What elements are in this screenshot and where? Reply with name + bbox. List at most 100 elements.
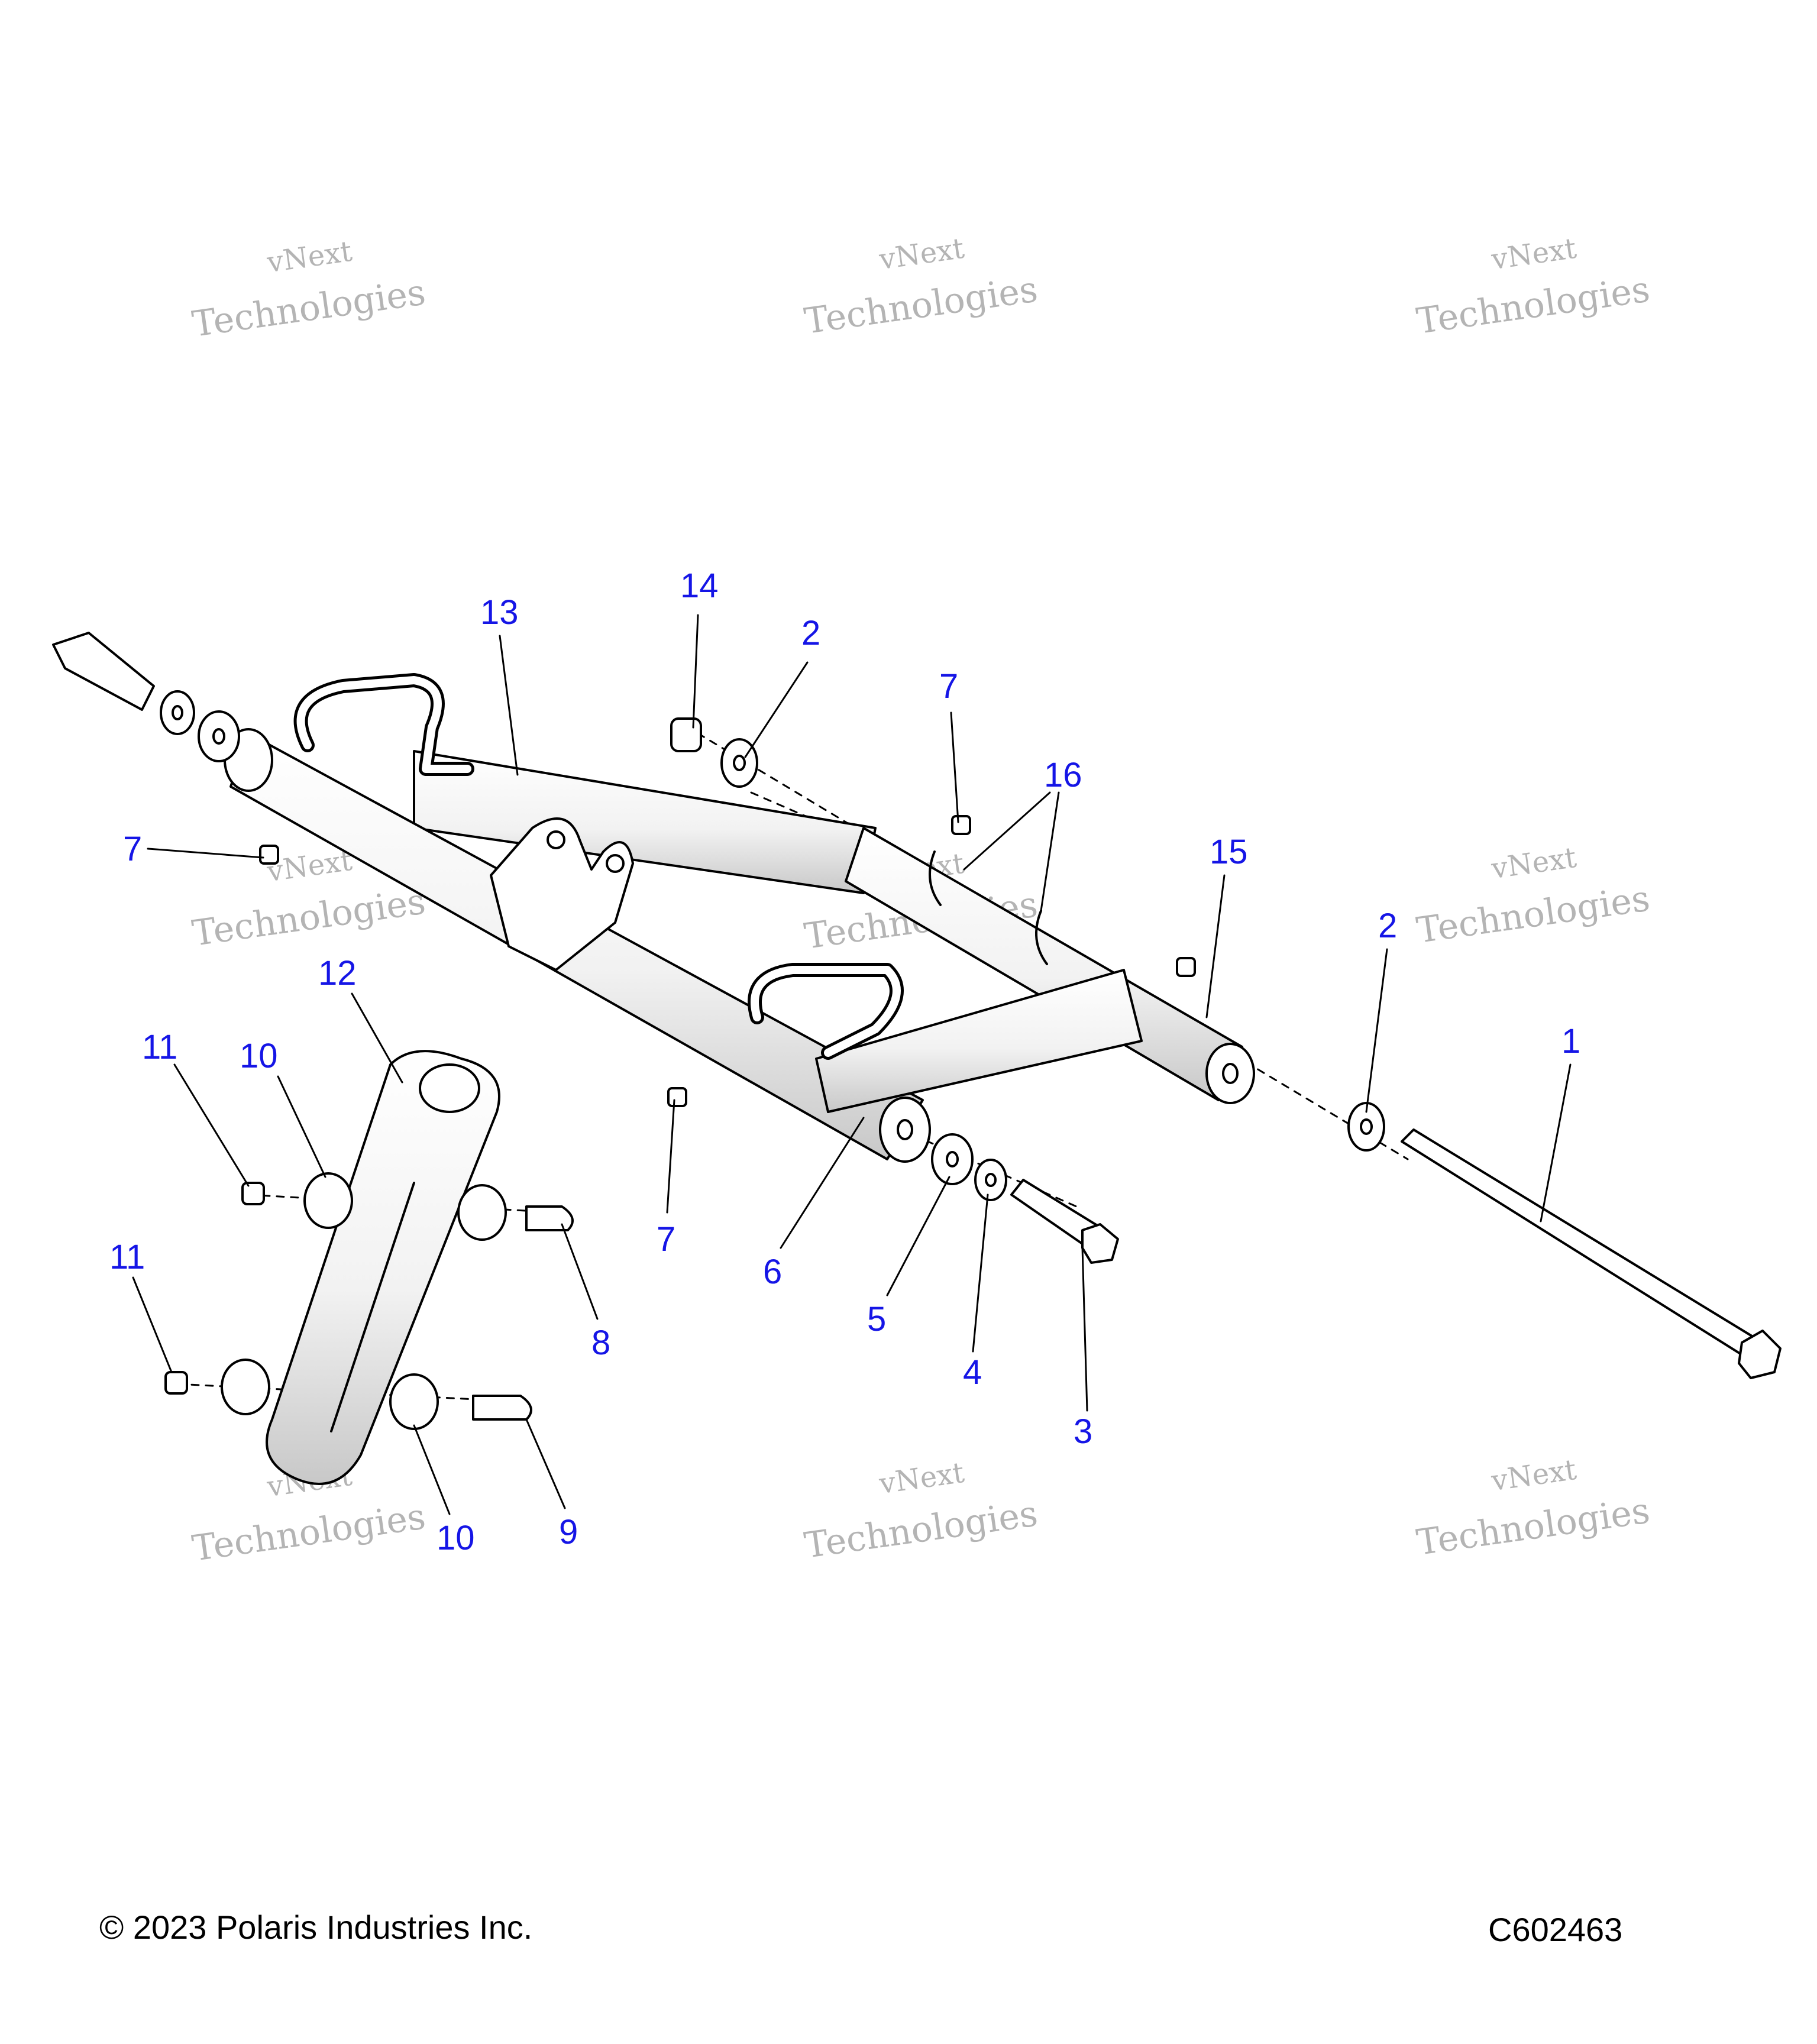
svg-text:Technologies: Technologies bbox=[1414, 878, 1653, 952]
top-link-washer-right bbox=[457, 1184, 507, 1241]
top-washer-hole bbox=[733, 755, 746, 771]
front-washer-large-hole bbox=[946, 1151, 959, 1167]
long-bolt-head bbox=[1738, 1330, 1782, 1379]
leader-9 bbox=[525, 1418, 566, 1509]
callout-6: 6 bbox=[763, 1253, 782, 1291]
callout-14: 14 bbox=[680, 567, 719, 605]
svg-text:vNext: vNext bbox=[1489, 232, 1578, 277]
svg-text:Technologies: Technologies bbox=[802, 269, 1040, 342]
leader-5 bbox=[886, 1176, 950, 1296]
top-link-washer-left bbox=[303, 1172, 353, 1229]
lower-diagonal-tube bbox=[815, 969, 1143, 1113]
leader-8 bbox=[561, 1223, 599, 1320]
copyright-notice: © 2023 Polaris Industries Inc. bbox=[99, 1909, 533, 1946]
leader-15 bbox=[1205, 874, 1226, 1018]
leader-2-rear bbox=[1365, 948, 1388, 1113]
leader-16-b bbox=[1040, 791, 1060, 912]
svg-text:Technologies: Technologies bbox=[190, 271, 428, 345]
callout-3: 3 bbox=[1074, 1412, 1092, 1451]
callout-1: 1 bbox=[1561, 1022, 1580, 1060]
rear-washer-hole bbox=[1360, 1118, 1373, 1135]
leader-4 bbox=[972, 1194, 989, 1353]
callout-2-rear: 2 bbox=[1378, 907, 1397, 945]
svg-text:Technologies: Technologies bbox=[190, 1496, 428, 1570]
callout-13: 13 bbox=[480, 593, 519, 632]
svg-text:Technologies: Technologies bbox=[1414, 269, 1653, 342]
bushing-left bbox=[929, 850, 942, 906]
link-arm-top-bore bbox=[419, 1063, 480, 1113]
leader-13 bbox=[499, 635, 519, 776]
front-tube-bore-right bbox=[897, 1119, 913, 1140]
callout-11-top: 11 bbox=[142, 1028, 177, 1066]
svg-text:Technologies: Technologies bbox=[802, 1493, 1040, 1567]
top-locknut bbox=[241, 1182, 265, 1205]
left-bolt bbox=[52, 632, 155, 711]
front-bolt-head bbox=[1081, 1223, 1119, 1264]
callout-8: 8 bbox=[591, 1324, 610, 1362]
grease-fitting-top bbox=[951, 815, 971, 835]
mounting-bracket bbox=[490, 817, 634, 971]
front-washer-small-hole bbox=[985, 1173, 997, 1187]
watermark-top-right: vNext Technologies bbox=[1414, 232, 1653, 342]
link-arm-groove bbox=[330, 1182, 415, 1432]
leader-16-a bbox=[963, 791, 1051, 871]
handle-loop-right-inner bbox=[751, 966, 901, 1057]
bottom-locknut bbox=[164, 1371, 188, 1395]
bracket-hole-1 bbox=[547, 830, 565, 849]
bottom-link-washer-right bbox=[389, 1373, 439, 1430]
callout-12: 12 bbox=[318, 954, 357, 992]
top-bushing-nut bbox=[670, 717, 702, 752]
svg-text:vNext: vNext bbox=[1489, 1453, 1578, 1498]
svg-text:vNext: vNext bbox=[877, 232, 966, 277]
callout-7-left: 7 bbox=[123, 830, 142, 868]
bushing-mid bbox=[1035, 910, 1048, 965]
leader-3 bbox=[1081, 1247, 1088, 1412]
watermark-mid-right: vNext Technologies bbox=[1414, 841, 1653, 952]
svg-text:Technologies: Technologies bbox=[190, 881, 428, 955]
watermark-bottom-right: vNext Technologies bbox=[1414, 1453, 1653, 1564]
upper-diagonal-tube bbox=[413, 750, 877, 894]
left-washer-2-hole bbox=[212, 728, 225, 745]
bottom-link-washer-left bbox=[221, 1359, 270, 1415]
link-arm bbox=[266, 1050, 500, 1485]
watermark-bottom-center: vNext Technologies bbox=[802, 1456, 1040, 1567]
leader-10-bottom bbox=[413, 1424, 451, 1515]
leader-6 bbox=[780, 1117, 865, 1249]
callout-5: 5 bbox=[867, 1300, 886, 1338]
svg-text:vNext: vNext bbox=[264, 235, 354, 280]
callout-10-top: 10 bbox=[240, 1037, 278, 1075]
callout-4: 4 bbox=[963, 1353, 982, 1392]
leader-11-top bbox=[173, 1063, 250, 1187]
watermark-top-left: vNext Technologies bbox=[190, 235, 428, 345]
grease-fitting-rear bbox=[1176, 957, 1196, 977]
bottom-pivot-bolt bbox=[472, 1395, 532, 1421]
leader-7-top bbox=[950, 711, 959, 823]
leader-7-left bbox=[147, 848, 264, 859]
leader-12 bbox=[351, 992, 403, 1084]
callout-7-lower: 7 bbox=[657, 1220, 675, 1259]
callout-7-top: 7 bbox=[939, 667, 958, 706]
left-washer-1-hole bbox=[172, 705, 183, 720]
leader-11-bottom bbox=[132, 1276, 173, 1373]
callout-2-top: 2 bbox=[801, 614, 820, 652]
drawing-code: C602463 bbox=[1488, 1911, 1623, 1948]
svg-text:Technologies: Technologies bbox=[1414, 1490, 1653, 1564]
rear-tube-bore bbox=[1222, 1063, 1239, 1084]
leader-14 bbox=[692, 614, 699, 729]
leader-7-lower bbox=[666, 1099, 675, 1214]
watermark-top-center: vNext Technologies bbox=[802, 232, 1040, 342]
leader-1 bbox=[1540, 1063, 1572, 1222]
handle-loop-left-inner bbox=[296, 676, 471, 773]
grease-fitting-left bbox=[259, 845, 279, 865]
leader-2-top bbox=[744, 661, 809, 758]
bracket-hole-2 bbox=[606, 854, 625, 873]
callout-9: 9 bbox=[559, 1513, 578, 1551]
long-through-bolt bbox=[1401, 1128, 1764, 1361]
leader-10-top bbox=[277, 1075, 326, 1178]
grease-fitting-lower bbox=[667, 1087, 687, 1107]
svg-text:vNext: vNext bbox=[877, 1456, 966, 1501]
svg-text:vNext: vNext bbox=[1489, 841, 1578, 886]
callout-10-bottom: 10 bbox=[437, 1519, 475, 1557]
top-pivot-bolt bbox=[525, 1205, 574, 1231]
